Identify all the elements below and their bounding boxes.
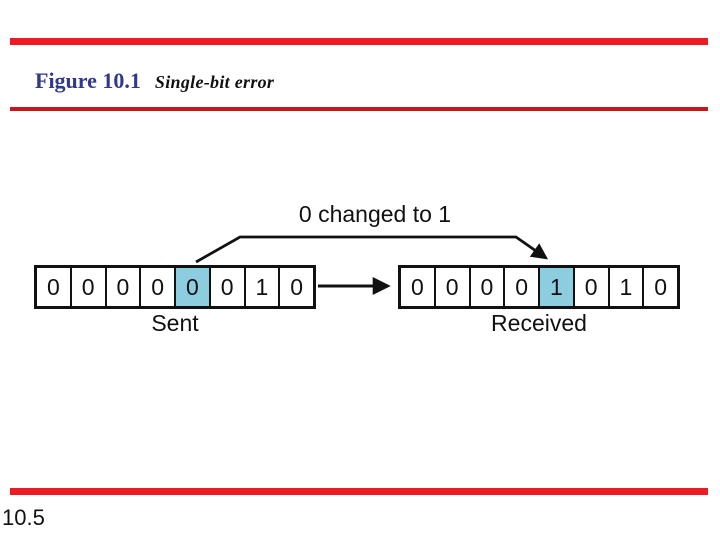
header-rule xyxy=(10,107,708,111)
top-rule xyxy=(10,38,708,45)
bit-cell: 0 xyxy=(503,268,538,306)
bit-cell: 1 xyxy=(607,268,643,306)
received-label: Received xyxy=(491,310,587,336)
figure-header: Figure 10.1 Single-bit error xyxy=(35,68,274,94)
bottom-rule xyxy=(10,488,708,495)
figure-caption: Single-bit error xyxy=(154,72,275,92)
bit-cell: 0 xyxy=(208,268,244,306)
bit-cell: 0 xyxy=(37,268,70,306)
error-annotation: 0 changed to 1 xyxy=(298,201,452,227)
bit-cell: 0 xyxy=(572,268,608,306)
bit-cell: 0 xyxy=(139,268,174,306)
bit-change-arrow xyxy=(195,235,549,264)
bit-cell: 0 xyxy=(278,268,313,306)
bit-cell: 0 xyxy=(433,268,469,306)
bit-cell: 0 xyxy=(69,268,105,306)
bit-cell: 1 xyxy=(243,268,279,306)
bit-cell: 0 xyxy=(468,268,504,306)
bit-cell: 0 xyxy=(401,268,434,306)
figure-label: Figure 10.1 xyxy=(35,68,141,93)
bit-cell: 0 xyxy=(642,268,677,306)
bit-cell-highlighted: 1 xyxy=(538,268,573,306)
page-number: 10.5 xyxy=(2,505,45,530)
bit-cell-highlighted: 0 xyxy=(174,268,209,306)
bit-cell: 0 xyxy=(104,268,140,306)
sent-label: Sent xyxy=(151,310,199,336)
